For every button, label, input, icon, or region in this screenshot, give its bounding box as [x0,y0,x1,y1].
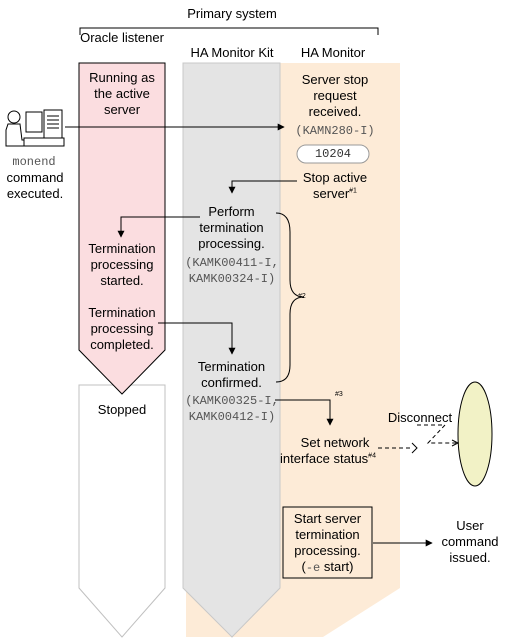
kit-msg-2: KAMK00324-I) [188,272,276,286]
start-termination-box [282,506,373,579]
kit-perform-1: Perform [208,204,255,219]
disconnect-tail [451,439,460,447]
user-caption-1: User [456,518,484,533]
oracle-term-completed-1: Termination [88,305,156,320]
hamon-code: 10204 [314,147,351,161]
hamon-start-term-4: (-e start) [283,559,372,576]
hamonitor-header: HA Monitor [300,45,366,60]
arrow-perform-to-oracle [117,216,200,238]
note1-marker: #1 [349,187,357,195]
hamon-stop-active-1: Stop active [302,170,368,185]
oracle-lane-running [78,62,166,395]
net-status-link-tail [411,442,418,454]
hamon-set-net-1: Set network [300,435,370,450]
hamon-start-term-3: processing. [294,543,361,558]
oracle-term-completed-3: completed. [90,337,154,352]
kit-msg-4: KAMK00412-I) [188,410,276,424]
oracle-term-started-2: processing [90,257,154,272]
kit-confirmed-1: Termination [197,359,266,374]
hamon-stop-request-2: request [313,88,357,103]
person-at-computer-icon [5,109,65,147]
hamon-stop-request-1: Server stop [301,72,369,87]
oracle-lane-stopped [78,384,166,638]
hamon-stop-active-2-text: server [313,186,350,201]
note3-marker: #3 [335,391,343,398]
kit-perform-3: processing. [198,236,265,251]
command-name: monend [12,155,56,169]
arrow-stop-active [228,180,297,194]
oracle-running-1: Running as [89,70,155,85]
oracle-running-3: server [103,102,141,117]
oracle-term-started-1: Termination [88,241,156,256]
kit-perform-2: termination [199,220,264,235]
kit-header: HA Monitor Kit [190,45,274,60]
oracle-listener-header: Oracle listener [80,30,164,45]
hamon-msg: (KAMN280-I) [295,124,375,138]
command-caption-line1: command [6,170,64,185]
primary-system-bracket [79,27,379,35]
hamon-stop-active-2: server#1 [280,186,390,202]
start-term-close: ) [349,559,354,574]
note4-marker: #4 [368,452,376,460]
oracle-stopped: Stopped [97,402,147,417]
disconnect-label: Disconnect [387,410,453,425]
code-box [296,144,370,164]
user-caption-3: issued. [449,550,491,565]
user-caption-2: command [441,534,499,549]
hamon-stop-request-3: received. [308,104,362,119]
hamon-start-term-2: termination [295,527,360,542]
hamon-set-net-2: interface status#4 [262,451,394,467]
oracle-term-started-3: started. [100,273,144,288]
arrow-completed-to-kit [158,322,236,355]
primary-system-label: Primary system [187,6,277,21]
arrow-kit-to-network [275,399,334,426]
kit-msg-3: (KAMK00325-I, [185,394,279,408]
start-term-opt: -e [305,561,321,575]
command-caption-line2: executed. [6,186,64,201]
start-term-open: ( [301,559,306,574]
kit-confirmed-2: confirmed. [201,375,262,390]
note2-brace [275,212,305,383]
hamon-set-net-2-text: interface status [280,451,369,466]
start-term-arg: start [323,559,350,574]
oracle-term-completed-2: processing [90,321,154,336]
kit-msg-1: (KAMK00411-I, [185,256,279,270]
note2-marker: #2 [298,293,306,300]
disconnect-lightning [417,424,458,444]
hamon-start-term-1: Start server [293,511,362,526]
network-ellipse [457,381,493,487]
oracle-running-2: the active [94,86,150,101]
